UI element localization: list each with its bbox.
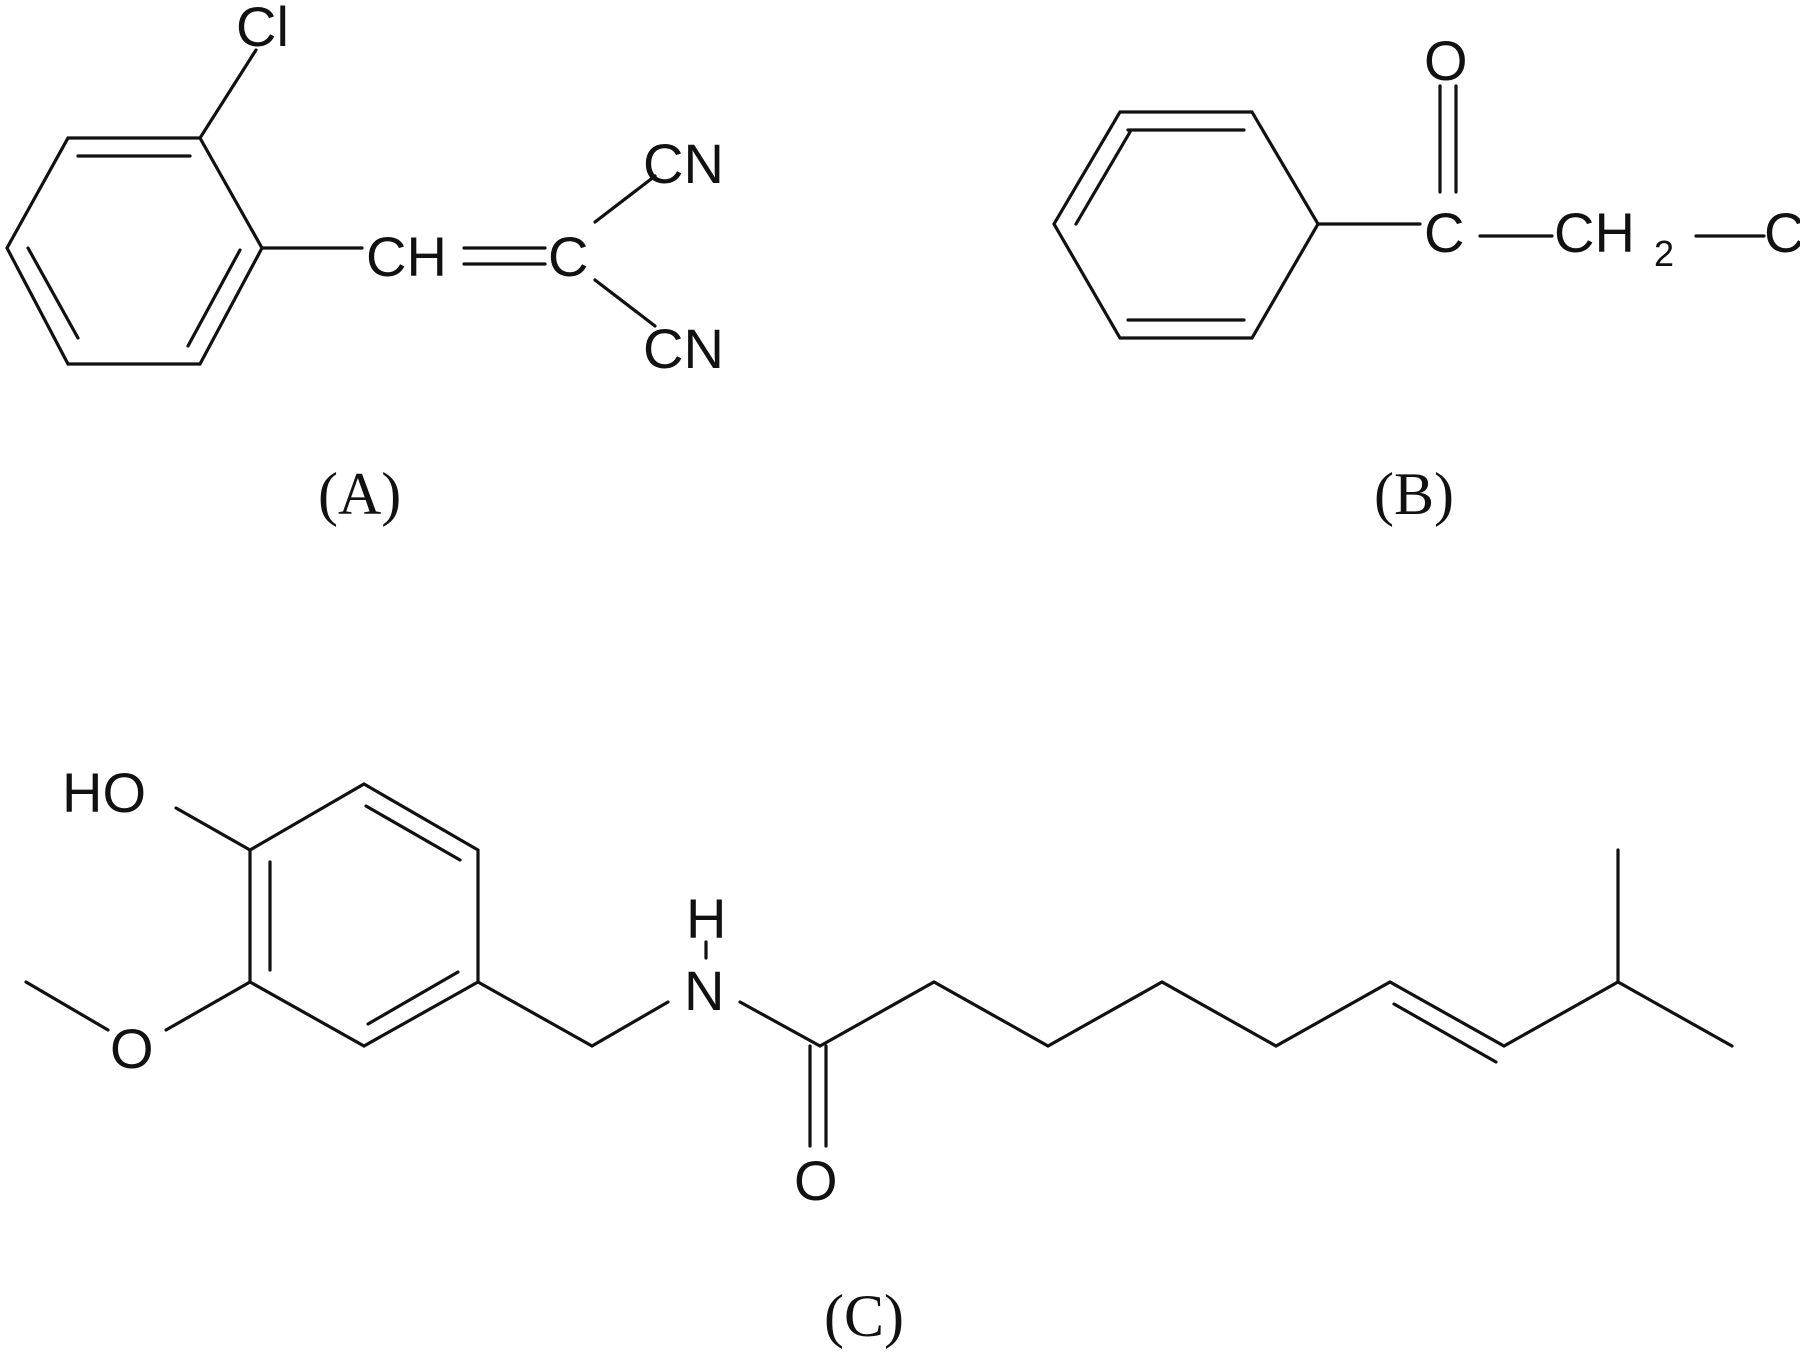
ring-c-double-1 [364, 804, 462, 862]
atom-label-nh-n: N [684, 959, 724, 1022]
bond-ch2-n [590, 1000, 670, 1048]
molecule-b: O C CH 2 Cl (B) [1052, 29, 1800, 527]
caption-b: (B) [1374, 461, 1454, 527]
bond-ring-oh [174, 806, 252, 852]
bond-alkyl-chain [818, 980, 1734, 1048]
bond-ring-cl [198, 48, 258, 140]
atom-label-cn-top: CN [643, 132, 724, 195]
bond-ring-ch2 [476, 980, 594, 1048]
molecule-a: Cl CH C CN CN (A) [5, 0, 724, 527]
ring-c-double-2 [366, 970, 460, 1026]
molecule-c: HO O H N O (C) [24, 761, 1734, 1349]
ring-b-double-3 [1074, 130, 1132, 226]
ring-b-outline [1052, 110, 1320, 340]
ring-c-outline [248, 782, 480, 1048]
molecule-b-bonds [1052, 84, 1766, 340]
atom-label-methoxy-o: O [110, 1017, 154, 1080]
atom-label-subscript-2: 2 [1654, 233, 1674, 274]
atom-label-cn-bottom: CN [643, 317, 724, 380]
atom-label-c: C [1424, 201, 1464, 264]
atom-label-cl: Cl [236, 0, 289, 58]
molecule-c-bonds [24, 782, 1734, 1148]
caption-a: (A) [318, 461, 401, 527]
atom-label-ch2: CH [1554, 201, 1635, 264]
bond-alkene-double [1392, 1002, 1498, 1064]
bond-c-cn2 [593, 278, 657, 328]
atom-label-cl: Cl [1764, 201, 1800, 264]
atom-label-carbonyl-o: O [794, 1149, 838, 1212]
molecule-a-bonds [5, 48, 657, 366]
caption-c: (C) [824, 1283, 904, 1349]
atom-label-ch: CH [366, 225, 447, 288]
bond-n-carbonyl [738, 1000, 822, 1048]
bond-c-cn1 [593, 174, 657, 224]
ring-a-double-2 [26, 246, 80, 340]
bond-ring-ome-o [164, 980, 252, 1032]
atom-label-nh-h: H [686, 887, 726, 950]
bond-ome-methyl [24, 980, 110, 1032]
ring-a-outline [5, 136, 264, 366]
atom-label-o: O [1424, 29, 1468, 92]
atom-label-c: C [548, 225, 588, 288]
atom-label-ho: HO [62, 761, 146, 824]
ring-a-double-3 [186, 248, 242, 348]
